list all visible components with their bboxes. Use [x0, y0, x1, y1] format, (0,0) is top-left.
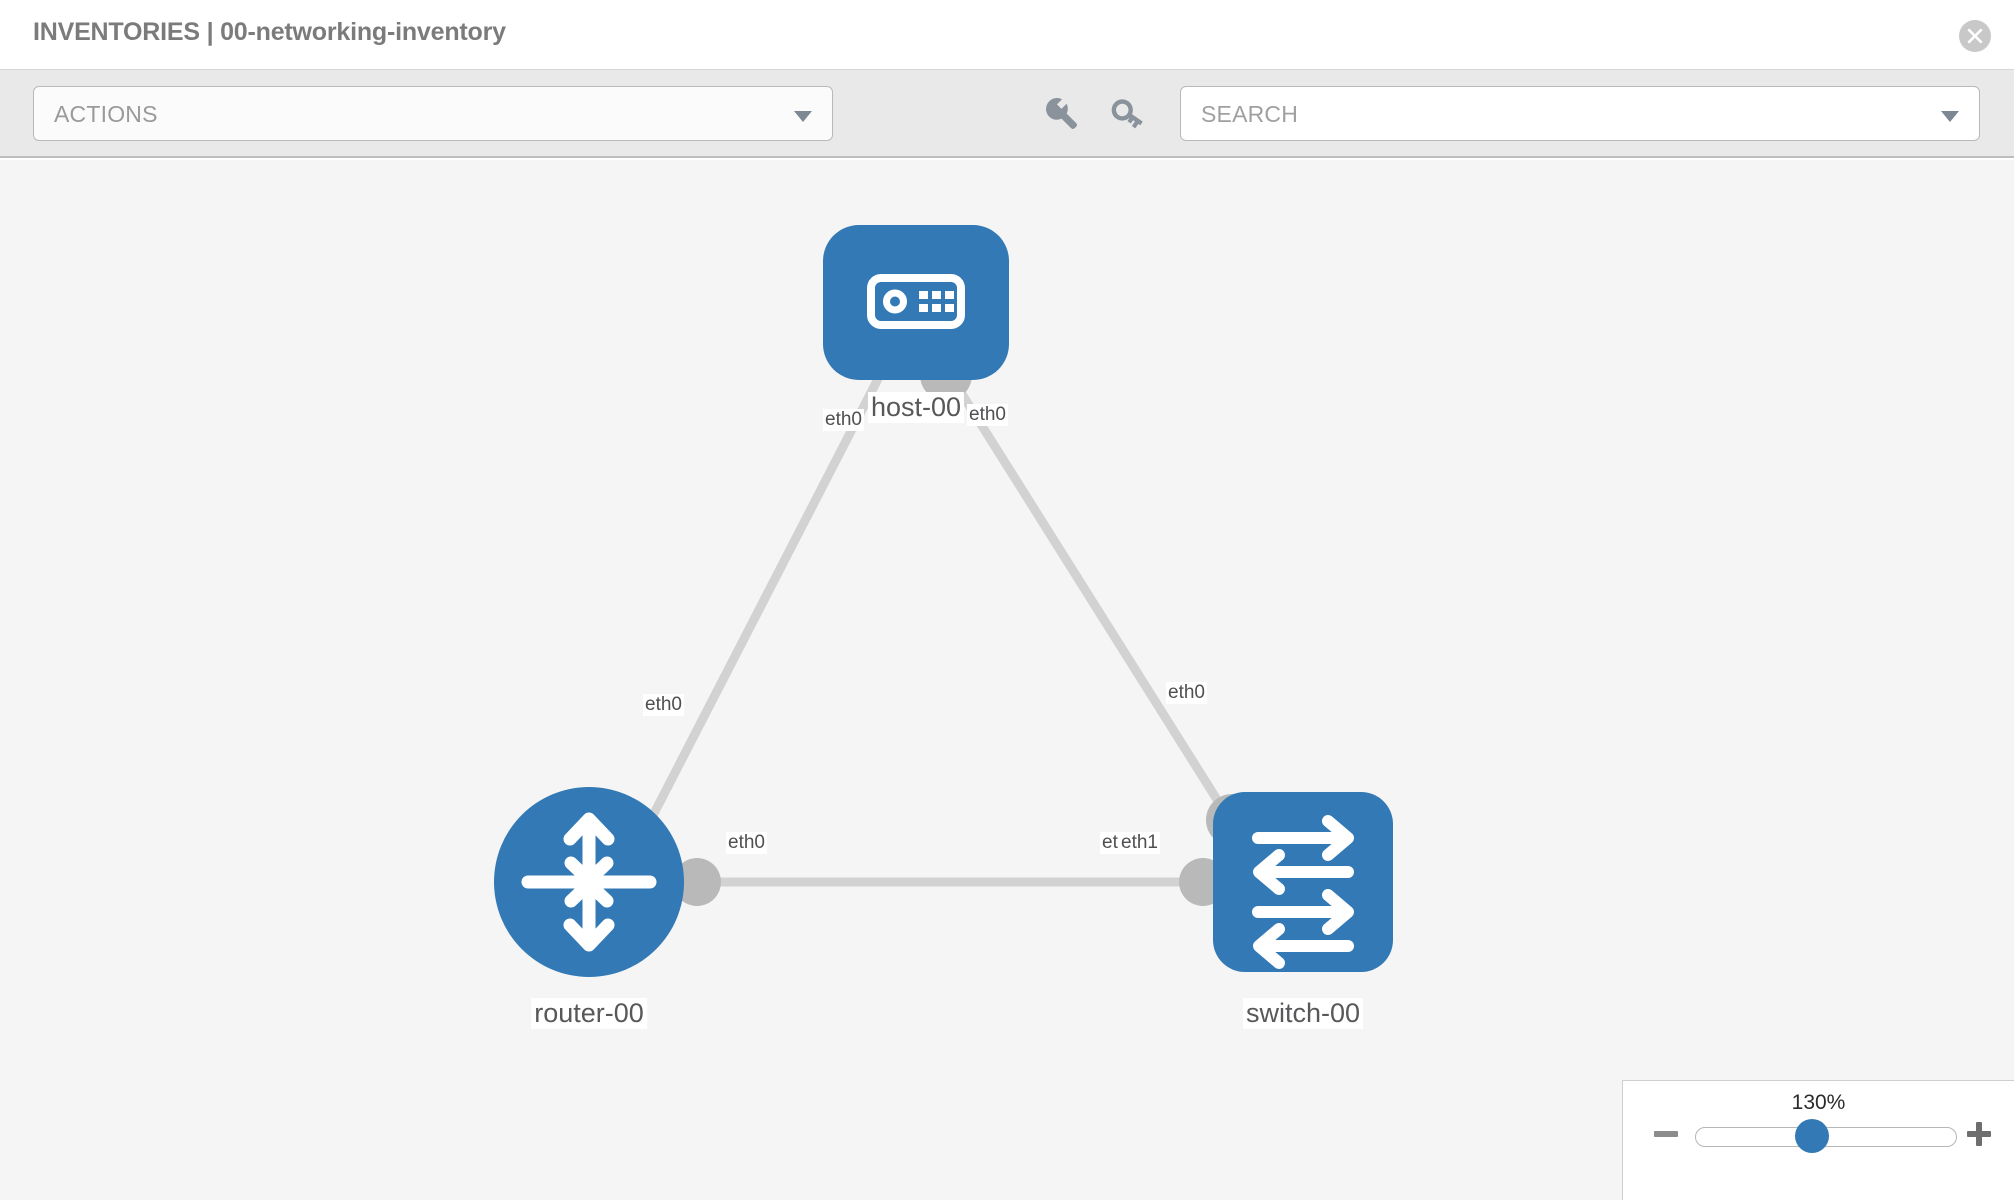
minus-icon [1654, 1131, 1678, 1137]
zoom-percent-label: 130% [1791, 1091, 1846, 1114]
wrench-icon-glyph [1046, 98, 1077, 129]
chevron-down-icon [794, 111, 812, 122]
zoom-in-button[interactable] [1964, 1119, 1994, 1149]
iface-label-host00-right: eth0 [967, 404, 1008, 426]
actions-dropdown-label: ACTIONS [54, 101, 158, 127]
node-label-router-00: router-00 [531, 998, 647, 1029]
topology-endpoints [673, 349, 1258, 906]
link-host00-switch00[interactable] [946, 372, 1259, 863]
node-label-host-00: host-00 [867, 392, 965, 423]
node-switch-00[interactable] [1213, 792, 1393, 972]
node-label-switch-00: switch-00 [1242, 998, 1364, 1029]
chevron-down-icon[interactable] [1941, 111, 1959, 122]
plus-icon [1967, 1122, 1991, 1146]
iface-label-host00-left: eth0 [823, 409, 864, 431]
switch-arrows-icon [1252, 815, 1354, 969]
search-placeholder: SEARCH [1201, 101, 1299, 127]
zoom-out-button[interactable] [1651, 1119, 1681, 1149]
router-arrows-icon [521, 812, 657, 952]
topology-canvas[interactable]: host-00 router-00 switch-00 eth0 eth0 et… [0, 160, 2014, 1200]
zoom-slider-thumb[interactable] [1795, 1119, 1829, 1153]
server-icon [867, 274, 965, 329]
node-router-00[interactable] [494, 787, 684, 977]
iface-label-switch00-up: eth0 [1166, 682, 1207, 704]
zoom-control: 130% [1622, 1080, 2014, 1200]
topology-graph [494, 225, 1393, 977]
endpoint-router00-right[interactable] [673, 858, 721, 906]
node-host-00-shape[interactable] [823, 225, 1009, 380]
key-icon-glyph [1111, 99, 1143, 129]
close-icon-glyph [1967, 28, 1983, 44]
iface-label-router00-right: eth0 [726, 832, 767, 854]
key-icon[interactable] [1106, 92, 1150, 136]
iface-label-switch00-left-b: eth1 [1119, 832, 1160, 854]
link-host00-router00[interactable] [626, 372, 884, 863]
actions-dropdown[interactable]: ACTIONS [33, 86, 833, 141]
wrench-icon[interactable] [1040, 92, 1084, 136]
topology-links [626, 372, 1259, 887]
search-input[interactable]: SEARCH [1180, 86, 1980, 141]
iface-label-router00-up: eth0 [643, 694, 684, 716]
toolbar: ACTIONS SEARCH [0, 70, 2014, 158]
page-header: INVENTORIES | 00-networking-inventory [0, 0, 2014, 70]
close-icon[interactable] [1959, 20, 1991, 52]
node-host-00[interactable] [823, 225, 1009, 380]
page-title: INVENTORIES | 00-networking-inventory [33, 18, 506, 46]
